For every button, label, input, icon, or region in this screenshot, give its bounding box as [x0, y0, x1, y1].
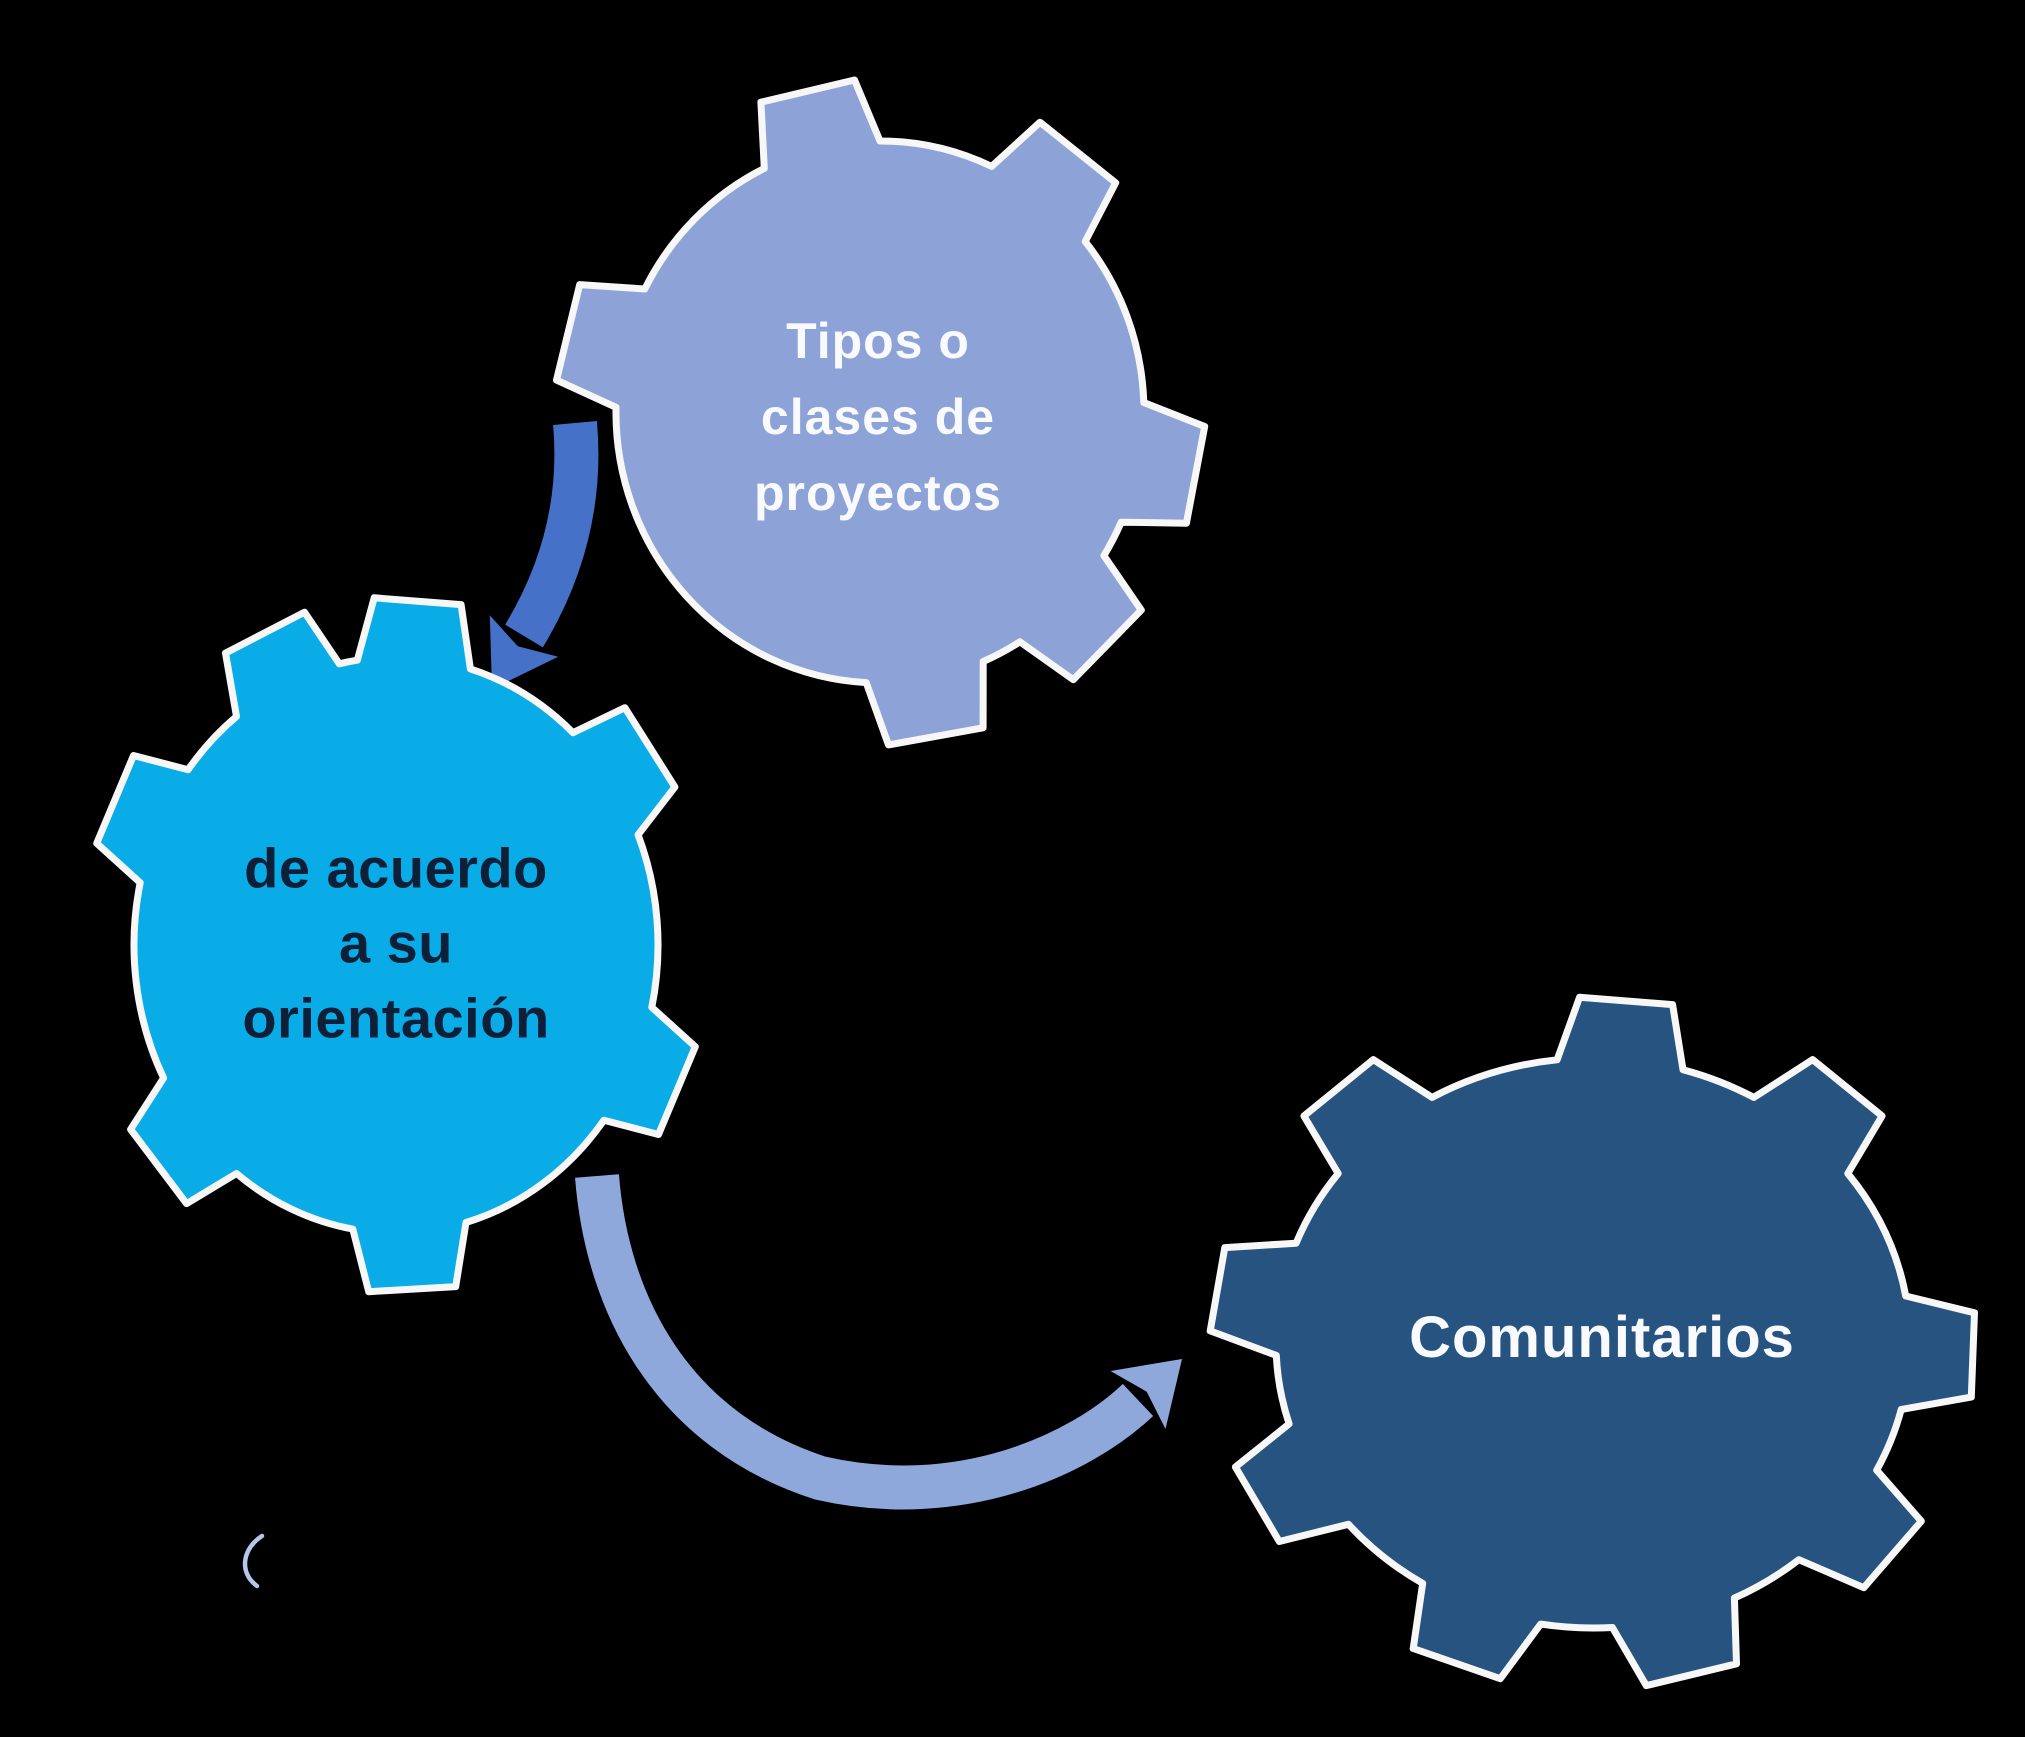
arrow-tipos-to-orientacion	[505, 421, 599, 648]
arrow-orientacion-to-comunitarios	[575, 1174, 1154, 1510]
gear-icon-orientacion	[93, 594, 699, 1296]
gear-label-tipos: Tipos o clases de proyectos	[754, 313, 1002, 521]
gear-label-orientacion: de acuerdo a su orientación	[242, 836, 550, 1050]
arrow-tipos-to-orientacion-head-icon	[489, 615, 559, 689]
arrow-orientacion-to-comunitarios-head-icon	[1110, 1359, 1182, 1429]
stray-pen-mark	[242, 1533, 265, 1589]
gear-label-comunitarios: Comunitarios	[1409, 1305, 1795, 1370]
gear-icon-tipos	[553, 76, 1209, 749]
gear-icon-comunitarios	[1206, 993, 1978, 1690]
